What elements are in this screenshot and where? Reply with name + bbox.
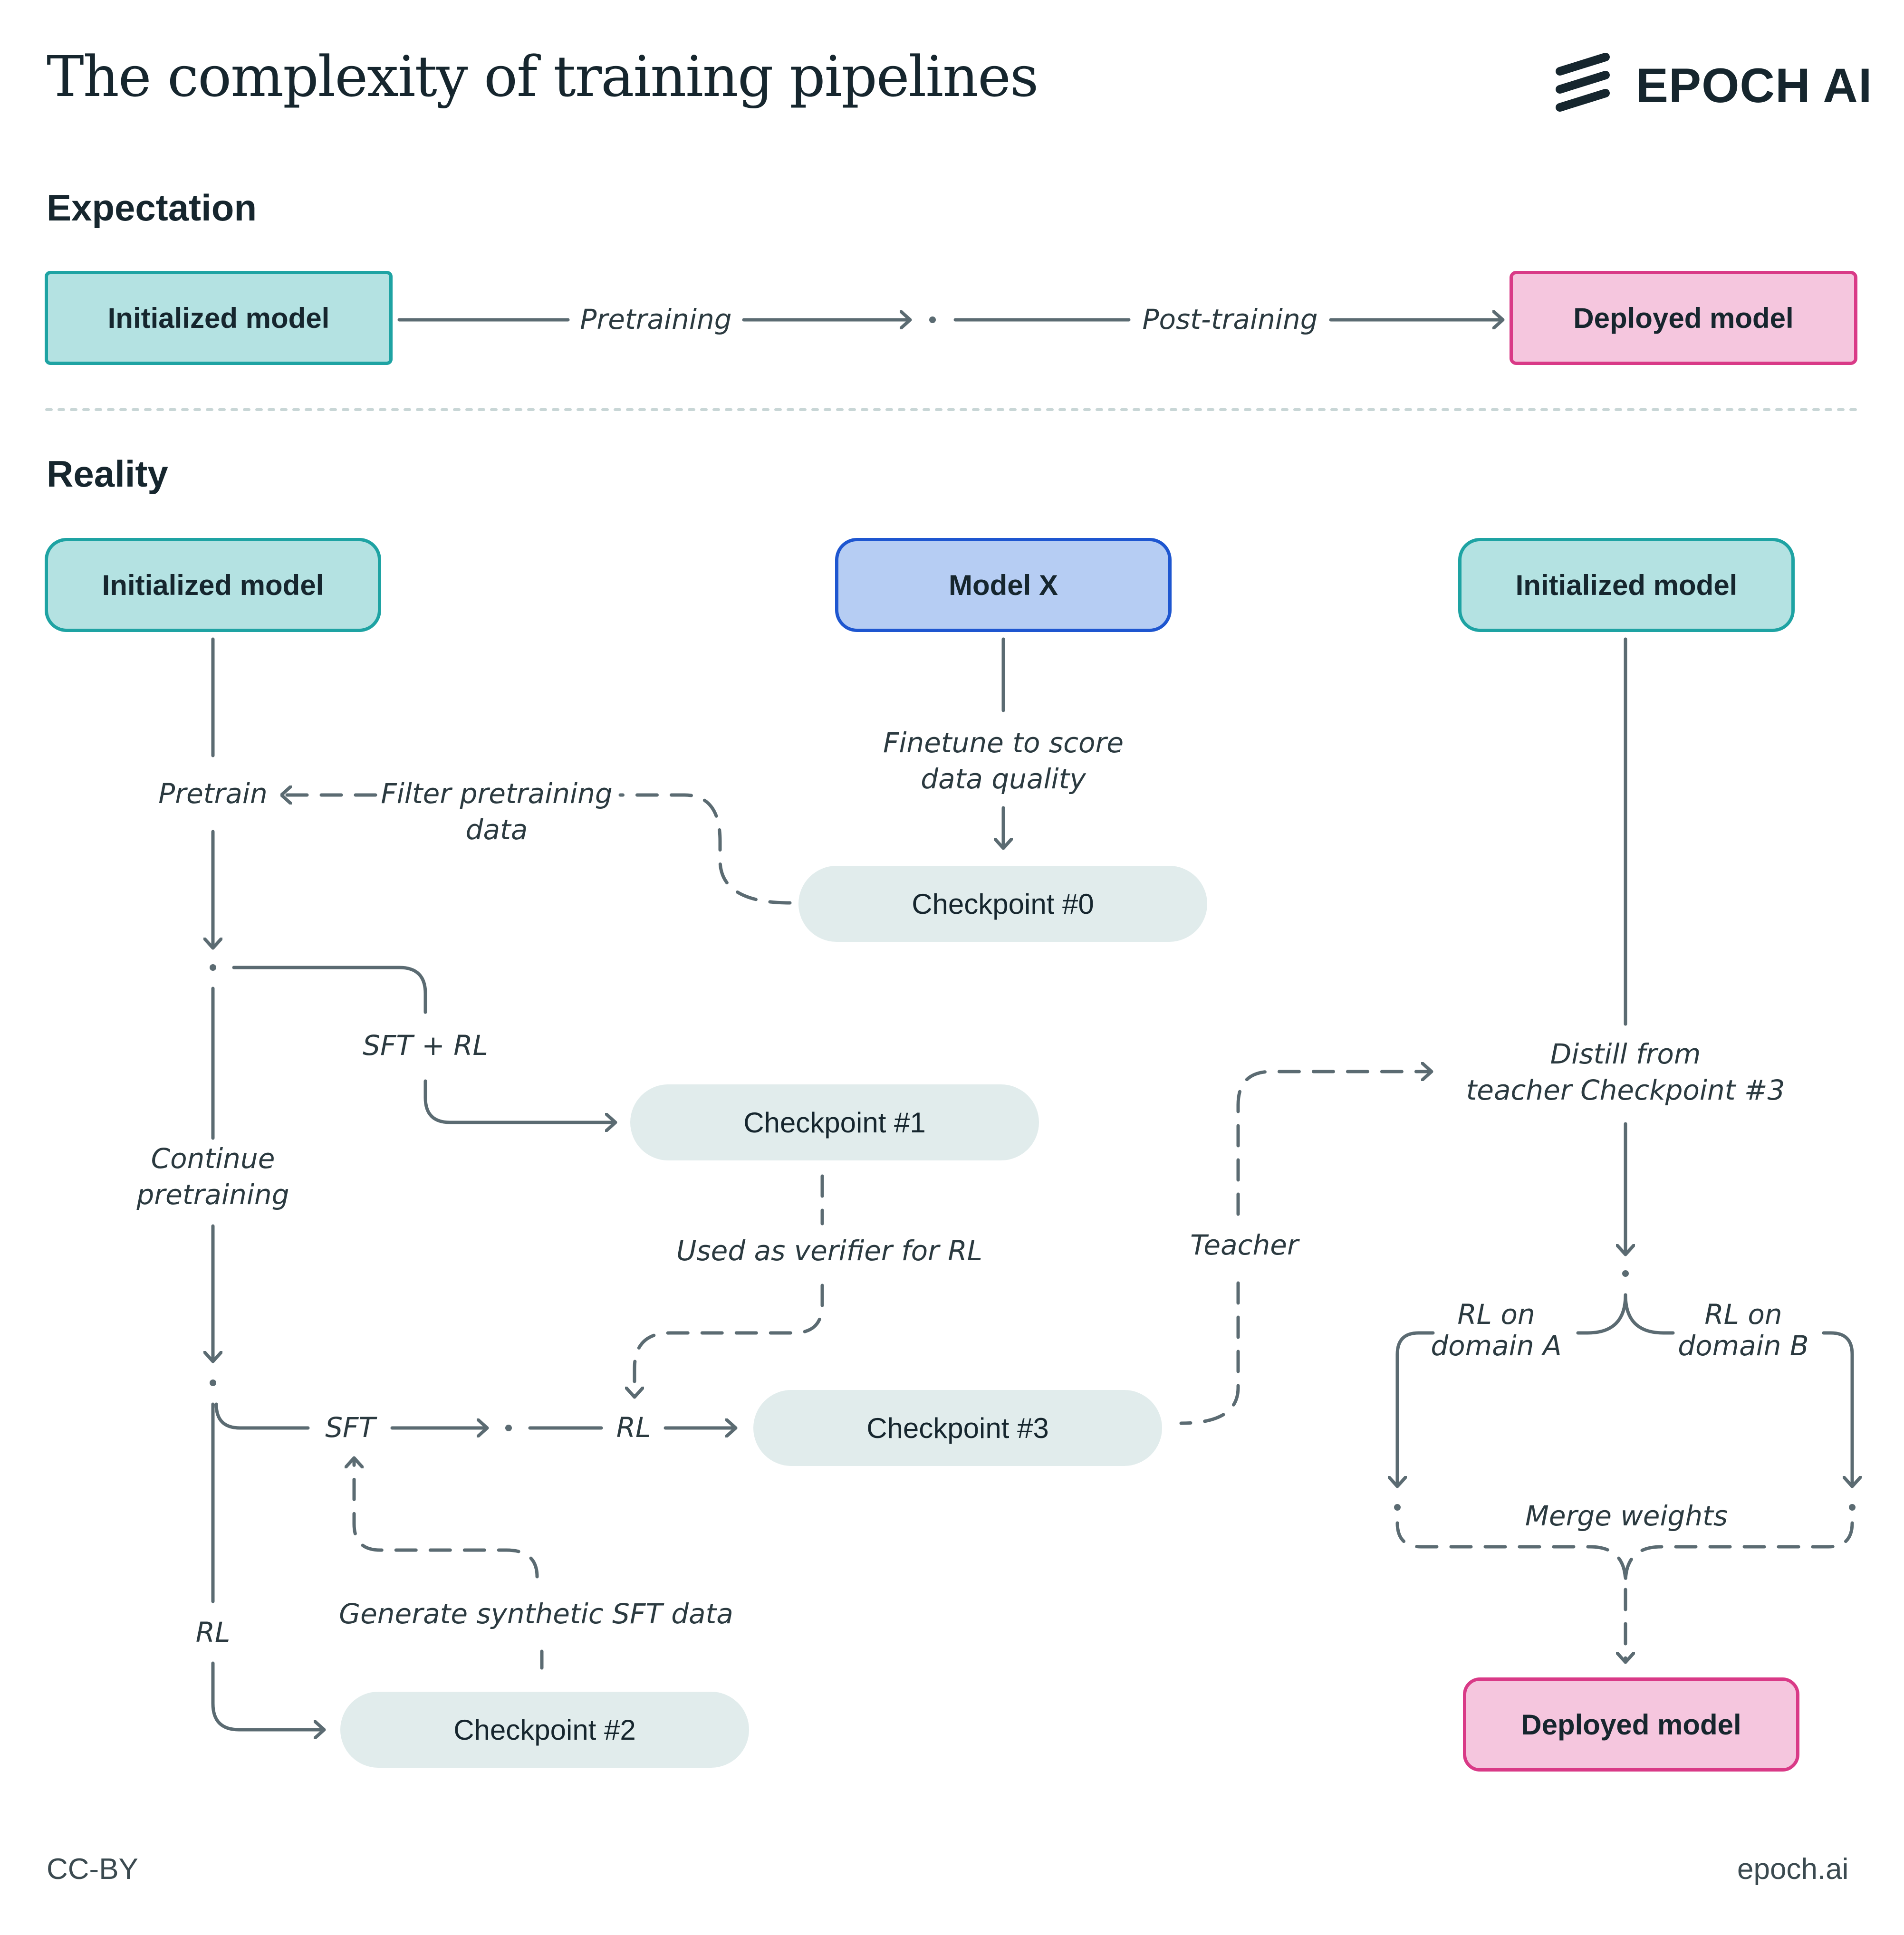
rl-domain-b-label: RL on domain B <box>1678 1298 1809 1362</box>
reality-deployed-model: Deployed model <box>1463 1677 1799 1772</box>
synthetic-dashed-top <box>354 1456 539 1579</box>
model-x-node: Model X <box>835 538 1172 632</box>
sft-rl-label: SFT + RL <box>363 1029 488 1062</box>
sft-rl-path-bottom <box>423 1079 617 1122</box>
split-point-3 <box>1622 1270 1629 1277</box>
to-sft <box>214 1402 310 1430</box>
expectation-initialized-model: Initialized model <box>45 271 393 365</box>
verifier-label: Used as verifier for RL <box>676 1235 983 1267</box>
merge-dashed-right <box>1624 1521 1854 1584</box>
finetune-label: Finetune to score data quality <box>883 727 1124 795</box>
site-link[interactable]: epoch.ai <box>1737 1853 1849 1886</box>
page-title: The complexity of training pipelines <box>47 44 1039 109</box>
pretrain-label: Pretrain <box>158 777 268 810</box>
sft-rl-midpoint <box>505 1425 512 1431</box>
filter-dashed-line <box>618 793 792 905</box>
split-point-2 <box>210 1379 216 1386</box>
rl-mid-label: RL <box>616 1411 651 1444</box>
sft-label: SFT <box>325 1411 375 1444</box>
merge-point-b <box>1849 1504 1856 1511</box>
merge-dashed-left <box>1395 1521 1627 1584</box>
merge-weights-label: Merge weights <box>1525 1500 1728 1532</box>
distill-label: Distill from teacher Checkpoint #3 <box>1466 1038 1785 1106</box>
expectation-heading: Expectation <box>47 187 257 229</box>
sft-rl-path-top <box>232 966 427 1014</box>
checkpoint-3: Checkpoint #3 <box>753 1390 1162 1466</box>
rl-left-bottom <box>211 1661 326 1730</box>
pretraining-label: Pretraining <box>580 303 732 335</box>
epoch-logo: EPOCH AI <box>1554 52 1872 114</box>
reality-initialized-model-right: Initialized model <box>1458 538 1795 632</box>
checkpoint-2: Checkpoint #2 <box>340 1692 749 1768</box>
expectation-deployed-model: Deployed model <box>1510 271 1857 365</box>
checkpoint-0: Checkpoint #0 <box>798 866 1207 942</box>
brand-name: EPOCH AI <box>1636 58 1873 113</box>
split-point-1 <box>210 964 216 971</box>
rl-left-label: RL <box>195 1616 231 1648</box>
checkpoint-1: Checkpoint #1 <box>630 1084 1039 1160</box>
merge-point-a <box>1394 1504 1401 1511</box>
teacher-dashed-top <box>1236 1072 1433 1216</box>
exp-midpoint <box>929 316 936 323</box>
continue-pretraining-label: Continue pretraining <box>136 1142 289 1211</box>
verifier-dashed-bottom <box>635 1284 824 1399</box>
brace-left <box>1576 1293 1627 1335</box>
domain-a-arrow <box>1397 1331 1435 1488</box>
filter-pretraining-data-label: Filter pretraining data <box>381 777 613 846</box>
epoch-stripes-logo-icon <box>1556 53 1610 112</box>
synthetic-sft-data-label: Generate synthetic SFT data <box>339 1598 733 1630</box>
teacher-dashed-bottom <box>1179 1281 1240 1425</box>
brace-right <box>1624 1293 1675 1335</box>
rl-domain-a-label: RL on domain A <box>1431 1298 1562 1362</box>
teacher-label: Teacher <box>1190 1229 1298 1261</box>
reality-heading: Reality <box>47 453 168 495</box>
license-label: CC-BY <box>47 1853 138 1886</box>
domain-b-arrow <box>1822 1331 1852 1488</box>
reality-initialized-model-left: Initialized model <box>45 538 381 632</box>
post-training-label: Post-training <box>1142 303 1318 335</box>
